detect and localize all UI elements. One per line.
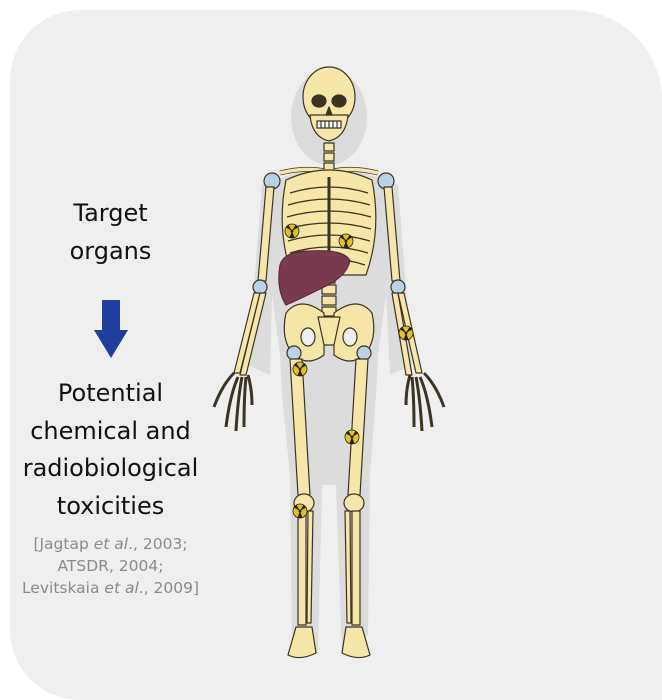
reference-1-year: ., 2003; [128,535,187,553]
toxicities-heading: Potential chemical and radiobiological t… [8,375,213,525]
reference-1-etal: et al [94,535,128,553]
radiation-icon [293,362,307,376]
toxicities-line1: Potential [8,375,213,413]
references-citation: [Jagtap et al., 2003; ATSDR, 2004; Levit… [8,533,213,599]
reference-3: Levitskaia et al., 2009] [8,577,213,599]
target-organs-heading: Target organs [8,194,213,270]
reference-1: [Jagtap et al., 2003; [8,533,213,555]
radiation-icon [285,224,299,238]
reference-3-author: Levitskaia [22,579,104,597]
reference-1-author: [Jagtap [33,535,93,553]
toxicities-line4: toxicities [8,488,213,526]
radiation-icon [293,504,307,518]
reference-2: ATSDR, 2004; [8,555,213,577]
toxicities-line2: chemical and [8,413,213,451]
toxicities-line3: radiobiological [8,450,213,488]
radiation-icon [339,234,353,248]
reference-3-year: ., 2009] [139,579,199,597]
human-skeleton-icon [200,55,470,685]
down-arrow-icon [94,300,128,358]
reference-3-etal: et al [104,579,138,597]
radiation-icon [345,430,359,444]
target-heading-line2: organs [8,232,213,270]
target-heading-line1: Target [8,194,213,232]
radiation-icon [399,326,413,340]
